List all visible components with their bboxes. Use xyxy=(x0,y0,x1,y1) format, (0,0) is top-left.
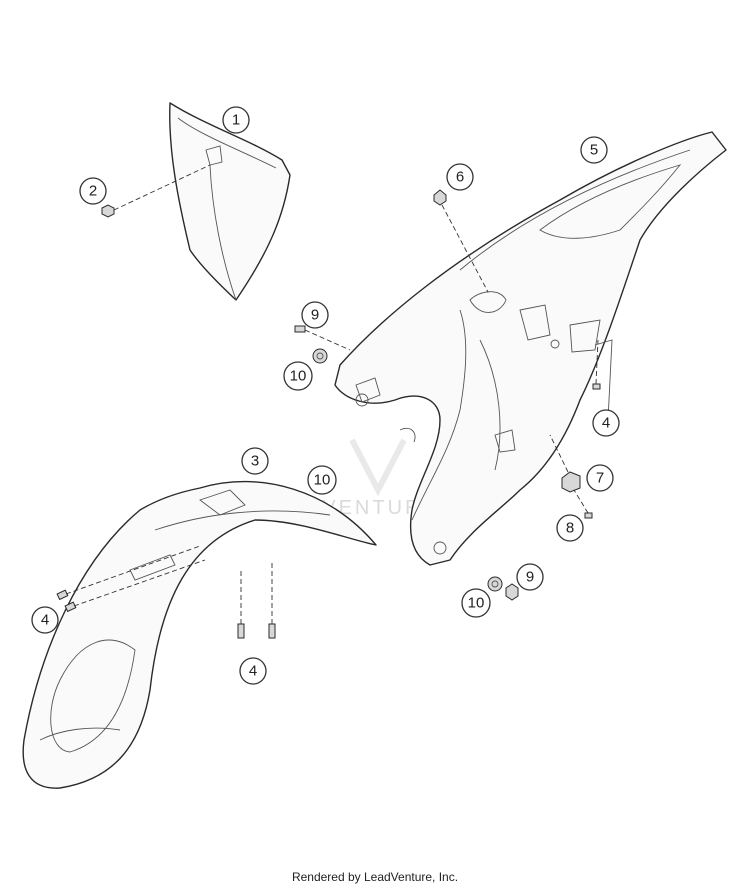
rubber-part-7[interactable] xyxy=(561,471,581,493)
callout-7[interactable]: 7 xyxy=(586,464,614,492)
washer-part-10-lower[interactable] xyxy=(487,576,503,592)
svg-text:3: 3 xyxy=(251,453,259,470)
screws-front-fender[interactable] xyxy=(56,589,276,639)
svg-text:10: 10 xyxy=(314,472,331,489)
callout-4-front-left[interactable]: 4 xyxy=(31,606,59,634)
svg-text:10: 10 xyxy=(290,368,307,385)
callout-4-front-bottom[interactable]: 4 xyxy=(239,657,267,685)
leader-line xyxy=(113,164,211,211)
svg-text:1: 1 xyxy=(232,112,240,129)
callout-10-lower[interactable]: 10 xyxy=(461,588,491,618)
callout-10-upper[interactable]: 10 xyxy=(283,361,313,391)
leader-line xyxy=(304,329,351,351)
svg-text:4: 4 xyxy=(41,612,49,629)
leader-line xyxy=(73,559,206,607)
callout-10-front[interactable]: 10 xyxy=(307,465,337,495)
svg-text:9: 9 xyxy=(526,569,534,586)
callout-3[interactable]: 3 xyxy=(241,447,269,475)
svg-text:5: 5 xyxy=(590,142,598,159)
svg-text:2: 2 xyxy=(89,183,97,200)
nut-part-2[interactable] xyxy=(101,204,115,218)
callout-4-rear[interactable]: 4 xyxy=(592,409,620,437)
screw-part-8[interactable] xyxy=(584,512,593,519)
front-fender[interactable] xyxy=(22,480,377,789)
callout-9-upper[interactable]: 9 xyxy=(301,301,329,329)
svg-text:6: 6 xyxy=(456,169,464,186)
svg-text:7: 7 xyxy=(596,470,604,487)
svg-text:10: 10 xyxy=(468,595,485,612)
screw-rear-right[interactable] xyxy=(592,383,601,390)
callout-9-lower[interactable]: 9 xyxy=(516,563,544,591)
svg-text:9: 9 xyxy=(311,307,319,324)
leader-line xyxy=(441,204,489,293)
callout-1[interactable]: 1 xyxy=(222,106,250,134)
nut-part-9-lower[interactable] xyxy=(505,583,519,601)
svg-text:4: 4 xyxy=(249,663,257,680)
svg-text:8: 8 xyxy=(566,520,574,537)
callout-6[interactable]: 6 xyxy=(446,163,474,191)
callout-5[interactable]: 5 xyxy=(580,136,608,164)
leader-line xyxy=(595,339,599,385)
rear-fender[interactable] xyxy=(334,131,727,566)
leader-line xyxy=(549,434,569,473)
grommet-part-6[interactable] xyxy=(433,189,447,206)
bolt-part-9-upper[interactable] xyxy=(294,325,306,333)
callout-8[interactable]: 8 xyxy=(556,514,584,542)
footer-credit: Rendered by LeadVenture, Inc. xyxy=(291,870,459,884)
watermark-logo-icon xyxy=(349,438,407,497)
leader-line xyxy=(573,489,589,514)
svg-text:4: 4 xyxy=(602,415,610,432)
number-plate[interactable] xyxy=(169,102,291,301)
callout-2[interactable]: 2 xyxy=(79,177,107,205)
washer-part-10-upper[interactable] xyxy=(312,348,328,364)
